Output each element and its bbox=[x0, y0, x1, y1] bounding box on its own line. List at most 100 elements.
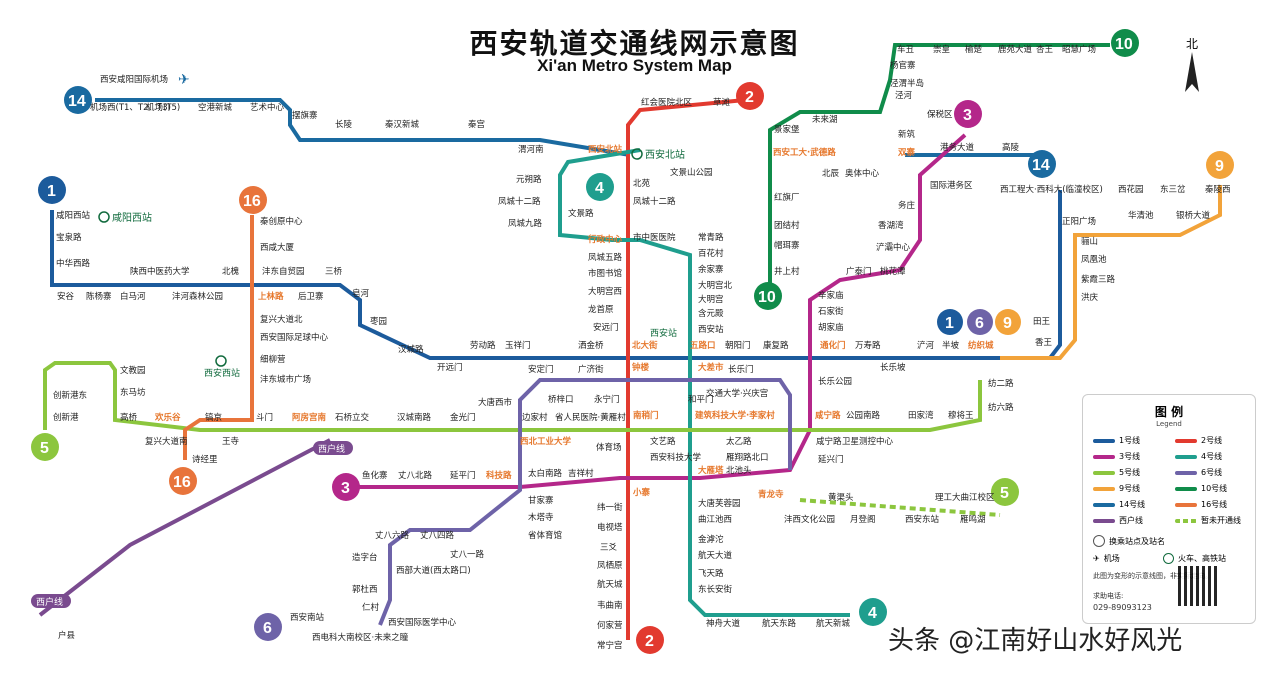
svg-text:2: 2 bbox=[645, 633, 654, 650]
line-badge-16: 16 bbox=[239, 186, 267, 214]
svg-text:1: 1 bbox=[945, 315, 954, 332]
svg-text:白马河: 白马河 bbox=[120, 291, 146, 302]
svg-text:长乐坡: 长乐坡 bbox=[880, 362, 906, 373]
line-10 bbox=[768, 43, 1110, 285]
svg-text:仁村: 仁村 bbox=[362, 602, 380, 613]
stations-line-5: 创新港东 创新港 东马坊 高桥 欢乐谷 镐京 斗门 阿房宫南 石桥立交 汉城南路… bbox=[53, 365, 1014, 525]
svg-text:沣东自贸园: 沣东自贸园 bbox=[262, 266, 305, 277]
line-badge-9-east: 9 bbox=[995, 309, 1021, 335]
legend-item-transfer: 换乘站点及站名 bbox=[1093, 535, 1165, 547]
svg-text:航天新城: 航天新城 bbox=[816, 618, 851, 629]
svg-text:西安北站: 西安北站 bbox=[588, 144, 623, 155]
svg-text:理工大曲江校区: 理工大曲江校区 bbox=[935, 492, 995, 503]
svg-text:玉祥门: 玉祥门 bbox=[505, 340, 531, 351]
svg-text:辛家庙: 辛家庙 bbox=[818, 290, 844, 301]
svg-text:科技路: 科技路 bbox=[486, 470, 512, 481]
svg-text:东三岔: 东三岔 bbox=[1160, 184, 1186, 195]
svg-text:朝阳门: 朝阳门 bbox=[725, 340, 751, 351]
svg-text:凤城十二路: 凤城十二路 bbox=[498, 196, 541, 207]
svg-text:丈八六路: 丈八六路 bbox=[375, 530, 410, 541]
svg-text:劳动路: 劳动路 bbox=[470, 340, 496, 351]
svg-text:洪庆: 洪庆 bbox=[1081, 292, 1099, 303]
svg-text:田王: 田王 bbox=[1033, 317, 1051, 327]
svg-text:4: 4 bbox=[595, 180, 604, 197]
svg-text:建筑科技大学·李家村: 建筑科技大学·李家村 bbox=[694, 410, 775, 421]
svg-text:郭杜西: 郭杜西 bbox=[352, 584, 378, 595]
svg-text:通化门: 通化门 bbox=[820, 340, 846, 351]
legend-item-line9: 9号线 bbox=[1093, 483, 1140, 494]
svg-text:务庄: 务庄 bbox=[898, 200, 916, 211]
svg-text:西工程大·西科大(临潼校区): 西工程大·西科大(临潼校区) bbox=[1000, 184, 1103, 195]
svg-text:洒金桥: 洒金桥 bbox=[578, 340, 604, 351]
svg-text:半坡: 半坡 bbox=[942, 340, 960, 351]
svg-text:太白南路: 太白南路 bbox=[528, 468, 563, 479]
hotline-label: 求助电话: bbox=[1093, 592, 1124, 600]
svg-text:南稍门: 南稍门 bbox=[633, 410, 659, 421]
svg-text:西咸大厦: 西咸大厦 bbox=[260, 242, 295, 253]
svg-text:青龙寺: 青龙寺 bbox=[758, 489, 784, 500]
svg-text:体育场: 体育场 bbox=[596, 442, 622, 453]
svg-text:榆楚: 榆楚 bbox=[965, 44, 983, 55]
line-badge-2-south: 2 bbox=[636, 626, 664, 654]
legend-item-rail: 火车、高铁站 bbox=[1163, 553, 1226, 564]
svg-text:16: 16 bbox=[243, 193, 261, 210]
svg-text:西安国际医学中心: 西安国际医学中心 bbox=[388, 617, 457, 628]
svg-text:甘家寨: 甘家寨 bbox=[528, 495, 554, 506]
svg-text:细柳营: 细柳营 bbox=[260, 354, 286, 365]
svg-text:诗经里: 诗经里 bbox=[192, 454, 218, 465]
legend-item-line14: 14号线 bbox=[1093, 499, 1145, 510]
svg-text:开远门: 开远门 bbox=[437, 362, 463, 373]
svg-text:丈八一路: 丈八一路 bbox=[450, 549, 485, 560]
svg-text:陈杨寨: 陈杨寨 bbox=[86, 291, 112, 302]
svg-text:纺六路: 纺六路 bbox=[988, 402, 1014, 413]
svg-text:长乐门: 长乐门 bbox=[728, 364, 754, 375]
compass-icon bbox=[1185, 52, 1199, 92]
svg-text:西安工大·武德路: 西安工大·武德路 bbox=[773, 147, 836, 158]
svg-text:机场西(T1、T2、T3): 机场西(T1、T2、T3) bbox=[90, 102, 171, 113]
line-badge-3: 3 bbox=[954, 100, 982, 128]
stations-line-9: 香王 田王 洪庆 紫霞三路 凤凰池 正阳广场 华清池 东三岔 秦陵西 西工程大·… bbox=[1000, 184, 1231, 348]
stations-line-4: 元朔路 凤城十二路 凤城九路 文景路 市中医医院 常青路 百花村 余家寨 大明宫… bbox=[498, 167, 851, 629]
watermark: 头条 @江南好山水好风光 bbox=[888, 626, 1183, 656]
svg-text:省人民医院·黄雁村: 省人民医院·黄雁村 bbox=[555, 412, 626, 423]
stations-line-2: 草滩 红会医院北区 北苑 凤城十二路 行政中心 凤城五路 市图书馆 大明宫西 龙… bbox=[587, 97, 731, 651]
svg-text:田家湾: 田家湾 bbox=[908, 410, 934, 421]
svg-text:百花村: 百花村 bbox=[698, 248, 724, 259]
svg-text:安定门: 安定门 bbox=[528, 364, 554, 375]
svg-text:延平门: 延平门 bbox=[450, 470, 476, 481]
svg-text:航天东路: 航天东路 bbox=[762, 618, 797, 629]
svg-text:秦创原中心: 秦创原中心 bbox=[260, 216, 303, 227]
stations-line-1: 咸阳西站 宝泉路 中华西路 安谷 陈杨寨 白马河 沣河森林公园 北槐 上林路 后… bbox=[56, 210, 994, 373]
line-6 bbox=[378, 378, 792, 626]
svg-text:沣西文化公园: 沣西文化公园 bbox=[784, 514, 835, 525]
svg-text:纬一街: 纬一街 bbox=[597, 502, 623, 513]
svg-text:何家营: 何家营 bbox=[597, 620, 623, 631]
svg-text:纺二路: 纺二路 bbox=[988, 378, 1014, 389]
rail-icon bbox=[631, 148, 643, 160]
svg-text:石家街: 石家街 bbox=[818, 306, 844, 317]
svg-text:桃花潭: 桃花潭 bbox=[880, 266, 906, 277]
svg-text:常青路: 常青路 bbox=[698, 232, 724, 243]
svg-text:皂河: 皂河 bbox=[352, 288, 370, 299]
svg-text:创新港: 创新港 bbox=[53, 412, 79, 423]
svg-text:咸阳西站: 咸阳西站 bbox=[56, 210, 91, 221]
line-badge-14-east: 14 bbox=[1028, 150, 1056, 178]
svg-text:市中医医院: 市中医医院 bbox=[633, 232, 676, 243]
svg-text:西安东站: 西安东站 bbox=[905, 514, 940, 525]
svg-text:摆旗寨: 摆旗寨 bbox=[292, 110, 318, 121]
svg-text:丈八北路: 丈八北路 bbox=[398, 470, 433, 481]
svg-text:紫霞三路: 紫霞三路 bbox=[1081, 274, 1116, 285]
svg-text:西安西站: 西安西站 bbox=[204, 367, 240, 379]
qr-code[interactable] bbox=[1178, 566, 1218, 606]
svg-text:未来湖: 未来湖 bbox=[812, 114, 838, 125]
svg-text:胡家庙: 胡家庙 bbox=[818, 322, 844, 333]
line-badge-10-south: 10 bbox=[754, 282, 782, 310]
svg-text:复兴大道北: 复兴大道北 bbox=[260, 314, 303, 325]
svg-text:保税区: 保税区 bbox=[927, 109, 953, 120]
svg-text:飞天路: 飞天路 bbox=[698, 568, 724, 579]
svg-text:文艺路: 文艺路 bbox=[650, 436, 676, 447]
svg-text:2: 2 bbox=[745, 89, 754, 106]
svg-text:纺织城: 纺织城 bbox=[968, 340, 994, 351]
svg-text:长乐公园: 长乐公园 bbox=[818, 376, 852, 387]
line-badge-16-south: 16 bbox=[169, 467, 197, 495]
